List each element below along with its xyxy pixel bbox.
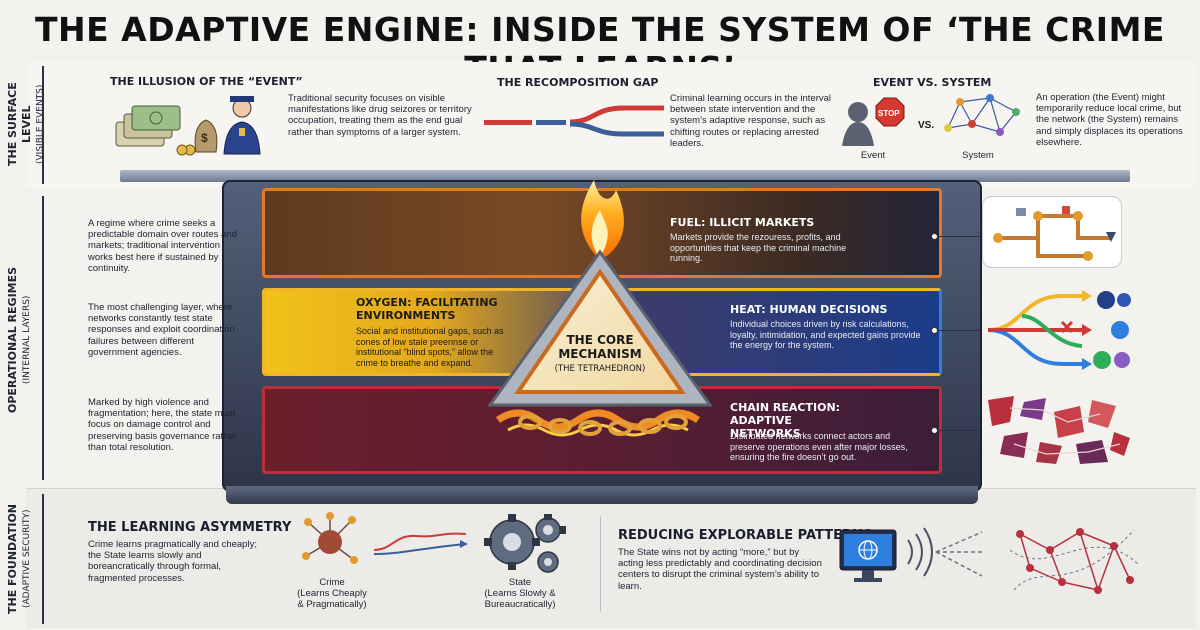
state-gears-icon — [484, 514, 566, 573]
chain-text: Distributed networks connect actors and … — [730, 431, 908, 463]
state-caption-line-1: State — [508, 577, 532, 588]
money-and-police-icon: $ — [115, 96, 261, 156]
oxygen-heading: OXYGEN: FACILITATING ENVIRONMENTS — [356, 296, 498, 322]
crime-caption-line-3: & Pragmatically) — [297, 598, 367, 610]
state-caption-line-2: (Learns Slowly & — [484, 587, 556, 599]
crime-caption-line-1: Crime — [319, 577, 345, 588]
event-caption: Event — [860, 150, 886, 161]
shattered-network-icon — [988, 396, 1130, 464]
illusion-heading: THE ILLUSION OF THE “EVENT” — [110, 75, 303, 88]
surface-section — [26, 62, 1196, 187]
fuel-heading: FUEL: ILLICIT MARKETS — [670, 216, 815, 229]
surface-label: THE SURFACE LEVEL (VISIBLE EVENTS) — [6, 64, 46, 184]
core-title: THE CORE MECHANISM — [520, 333, 680, 362]
gap-heading: THE RECOMPOSITION GAP — [497, 76, 659, 89]
foundation-bracket — [42, 494, 44, 624]
event-system-text: An operation (the Event) might temporari… — [1036, 92, 1183, 148]
regime-3-text: Marked by high violence and fragmentatio… — [88, 397, 237, 453]
core-subtitle: (THE TETRAHEDRON) — [554, 364, 646, 374]
foundation-label-text: THE FOUNDATION — [6, 504, 19, 614]
decision-arrows-icon — [987, 290, 1131, 370]
chain-connector-dot — [931, 427, 938, 434]
crime-caption: Crime (Learns Cheaply & Pragmatically) — [282, 577, 382, 611]
state-caption: State (Learns Slowly & Bureaucratically) — [470, 577, 570, 611]
reducing-text: The State wins not by acting “more,” but… — [618, 547, 822, 592]
fuel-connector — [934, 236, 980, 237]
learning-curve-icon — [373, 532, 468, 555]
event-system-heading: EVENT VS. SYSTEM — [873, 76, 992, 89]
regimes-label-text: OPERATIONAL REGIMES — [6, 266, 19, 414]
markets-route-icon — [993, 206, 1116, 261]
route-split-icon — [484, 105, 664, 137]
chain-heading: CHAIN REACTION: ADAPTIVE NETWORKS — [730, 401, 841, 440]
system-caption: System — [962, 150, 994, 161]
heat-connector-dot — [931, 327, 938, 334]
fuel-text: Markets provide the rezouress, profits, … — [670, 232, 847, 264]
heat-text: Individual choices driven by risk calcul… — [730, 319, 921, 351]
gap-text: Criminal learning occurs in the interval… — [670, 93, 832, 149]
heat-connector — [934, 330, 980, 331]
engine-base — [226, 486, 978, 504]
fuel-connector-dot — [931, 233, 938, 240]
foundation-section — [26, 488, 1196, 628]
surface-bracket — [42, 66, 44, 184]
core-line-1: THE CORE — [566, 333, 634, 347]
foundation-divider — [600, 516, 601, 612]
monitor-signal-icon — [839, 527, 983, 582]
surface-platform — [120, 170, 1130, 182]
regime-2-text: The most challenging layer, where networ… — [88, 302, 235, 358]
reducing-heading: REDUCING EXPLORABLE PATTERNS — [618, 528, 873, 543]
disrupted-network-icon — [1010, 528, 1139, 594]
foundation-label-sub: (ADAPTIVE SECURITY) — [21, 509, 32, 609]
foundation-label: THE FOUNDATION (ADAPTIVE SECURITY) — [6, 494, 36, 624]
vs-text: VS. — [918, 120, 934, 131]
regimes-label: OPERATIONAL REGIMES (INTERNAL LAYERS) — [6, 200, 36, 480]
event-vs-system-icon: STOP VS. — [842, 94, 1020, 146]
regime-1-text: A regime where crime seeks a predictable… — [88, 218, 237, 274]
asymmetry-heading: THE LEARNING ASYMMETRY — [88, 520, 292, 535]
oxygen-text: Social and institutional gaps, such as c… — [356, 326, 504, 368]
regimes-label-sub: (INTERNAL LAYERS) — [21, 295, 32, 385]
asymmetry-text: Crime learns pragmatically and cheaply; … — [88, 539, 257, 584]
regimes-bracket — [42, 196, 44, 480]
surface-label-sub: (VISIBLE EVENTS) — [35, 84, 46, 164]
chain-connector — [934, 430, 980, 431]
state-caption-line-3: Bureaucratically) — [484, 598, 556, 610]
crime-network-icon — [302, 512, 358, 564]
crime-caption-line-2: (Learns Cheaply — [297, 587, 367, 599]
heat-heading: HEAT: HUMAN DECISIONS — [730, 303, 888, 316]
stop-sign-text: STOP — [878, 109, 900, 118]
tetrahedron-core — [487, 180, 713, 437]
core-line-2: MECHANISM — [558, 346, 642, 361]
illusion-text: Traditional security focuses on visible … — [288, 93, 472, 138]
svg-text:$: $ — [201, 131, 208, 145]
surface-label-text: THE SURFACE LEVEL — [6, 82, 33, 166]
